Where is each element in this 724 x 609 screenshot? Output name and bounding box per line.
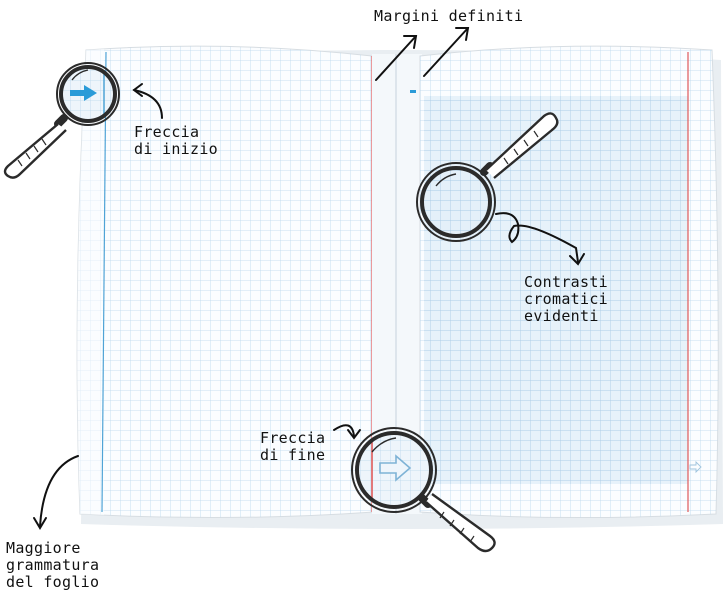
end-arrow-small-icon [689, 460, 702, 474]
spine-center-mark [410, 90, 416, 93]
annotation-line: cromatici [524, 290, 608, 308]
curved-arrow-icon [33, 27, 585, 530]
annotation-line: Margini definiti [374, 7, 524, 25]
magnifier-end-arrow [351, 427, 496, 553]
annotation-contrasti-cromatici: Contrasti cromatici evidenti [524, 274, 608, 325]
annotation-line: di fine [260, 446, 326, 464]
annotation-freccia-di-inizio: Freccia di inizio [134, 124, 218, 158]
annotation-line: evidenti [524, 307, 599, 325]
arrow-from-contrast [495, 212, 579, 263]
arrow-right-icon [70, 85, 97, 101]
magnifying-glass-icon [3, 114, 68, 179]
annotation-line: di inizio [134, 140, 218, 158]
annotation-line: grammatura [6, 556, 100, 574]
magnifying-glass-icon [480, 112, 559, 179]
magnifier-contrast [416, 112, 559, 242]
annotation-maggiore-grammatura: Maggiore grammatura del foglio [6, 540, 99, 591]
magnifying-glass-icon [418, 493, 496, 553]
arrow-to-right-margin [423, 27, 469, 77]
annotation-margini-definiti: Margini definiti [374, 8, 523, 25]
arrow-to-page-edge [39, 455, 79, 527]
left-page-margin-line [101, 51, 107, 513]
arrow-to-start-arrow [133, 89, 163, 119]
annotation-line: del foglio [6, 573, 100, 591]
arrow-to-left-margin [375, 35, 417, 81]
annotation-freccia-di-fine: Freccia di fine [260, 430, 325, 464]
arrow-right-outline-icon [379, 454, 412, 482]
left-page [76, 45, 375, 519]
arrow-to-end-arrow [333, 424, 355, 437]
annotation-line: Contrasti [524, 273, 608, 291]
annotation-line: Maggiore [6, 539, 81, 557]
annotation-line: Freccia [134, 123, 200, 141]
annotation-line: Freccia [260, 429, 326, 447]
magnifier-start-arrow [3, 62, 120, 179]
